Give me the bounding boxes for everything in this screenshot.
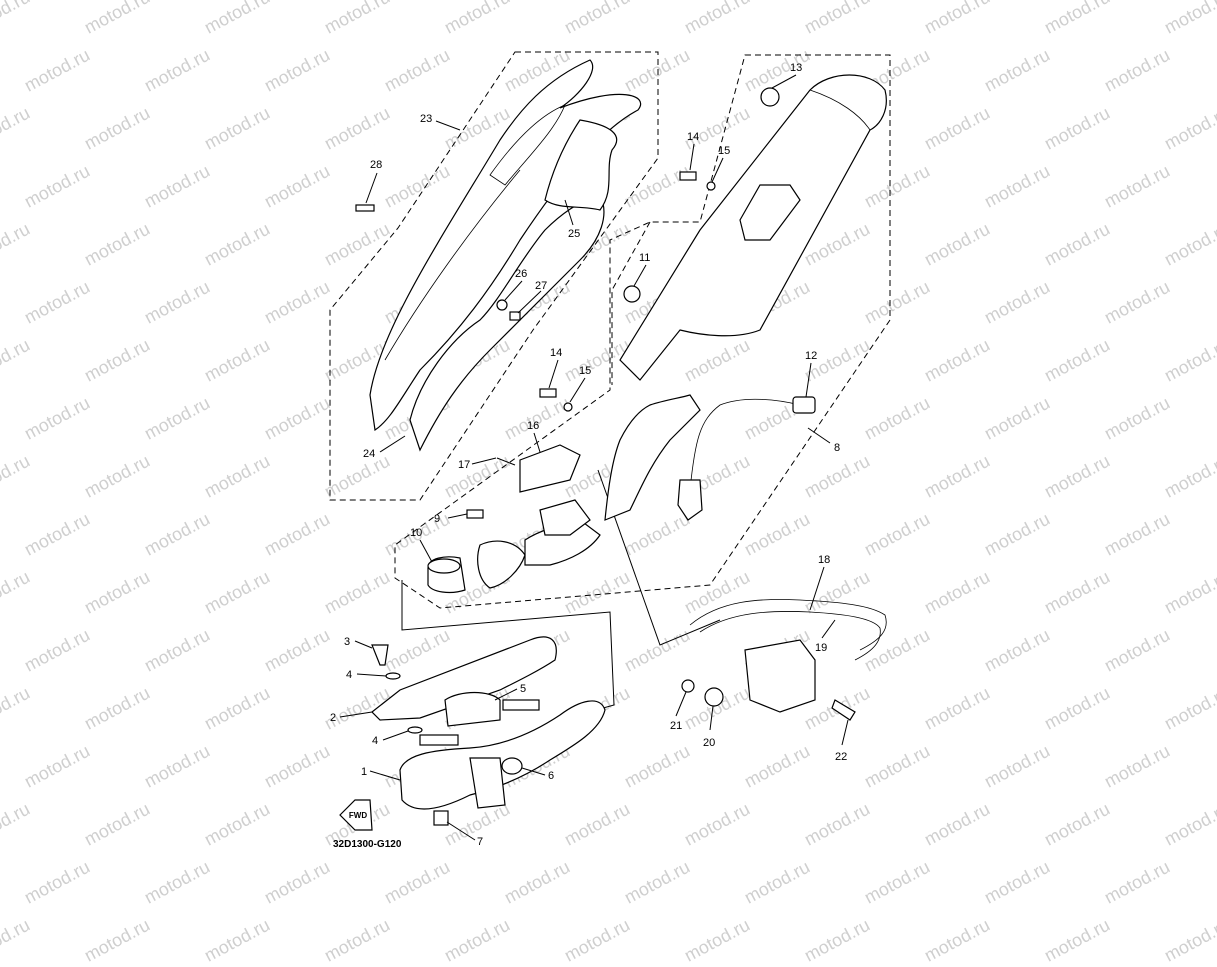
watermark-text: motod.ru xyxy=(440,914,513,966)
group-boundary-muffler xyxy=(394,54,891,609)
callout-28: 28 xyxy=(370,159,382,171)
diagram-code: 32D1300-G120 xyxy=(333,839,402,850)
o2-sensor xyxy=(677,479,703,521)
gasket-6 xyxy=(501,757,523,775)
watermark-text: motod.ru xyxy=(560,914,633,966)
callout-4-upper: 4 xyxy=(346,669,352,681)
clip-5 xyxy=(502,699,540,711)
servo-body xyxy=(744,639,816,713)
bolt-3 xyxy=(371,644,389,666)
muffler-cap-line xyxy=(809,89,871,131)
washer-15-lower xyxy=(563,402,573,412)
callout-13: 13 xyxy=(790,62,802,74)
mid-pipe xyxy=(604,394,701,521)
callout-25: 25 xyxy=(568,228,580,240)
callout-20: 20 xyxy=(703,737,715,749)
callout-22: 22 xyxy=(835,751,847,763)
washer-15-upper xyxy=(706,181,716,191)
callout-11: 11 xyxy=(639,252,650,264)
bracket-5 xyxy=(444,691,501,727)
bracket-16 xyxy=(519,444,581,493)
watermark-text: motod.ru xyxy=(1160,914,1217,966)
callout-23: 23 xyxy=(420,113,432,125)
callout-24: 24 xyxy=(363,448,375,460)
collar-21 xyxy=(681,679,695,693)
callout-labels: 1 2 3 4 4 5 6 7 8 9 10 11 12 13 14 14 15… xyxy=(330,62,847,848)
callout-15-upper: 15 xyxy=(718,145,730,157)
watermark-text: motod.ru xyxy=(320,914,393,966)
clamp-9 xyxy=(477,540,526,589)
watermark-text: motod.ru xyxy=(680,914,753,966)
nut-7 xyxy=(433,810,449,826)
watermark-text: motod.ru xyxy=(200,914,273,966)
callout-2: 2 xyxy=(330,712,336,724)
servo-housing xyxy=(539,499,591,536)
bolt-9 xyxy=(466,509,484,519)
heat-guard-panel-25 xyxy=(544,119,618,211)
callout-3: 3 xyxy=(344,636,350,648)
bolt-14-lower xyxy=(539,388,557,398)
exhaust-diagram-svg: FWD xyxy=(329,51,891,850)
callout-21: 21 xyxy=(670,720,682,732)
callout-9: 9 xyxy=(434,513,440,525)
callout-27: 27 xyxy=(535,280,547,292)
bolt-14-upper xyxy=(679,171,697,181)
sensor-wire xyxy=(689,398,801,491)
frame-cable xyxy=(597,469,721,646)
collar-26 xyxy=(496,299,508,311)
clip-4-lower xyxy=(419,734,459,746)
watermark-text: motod.ru xyxy=(0,914,33,966)
callout-14-upper: 14 xyxy=(687,131,699,143)
group-boundary-heat-guard xyxy=(329,51,659,501)
grommet-11 xyxy=(623,285,641,303)
bolt-22 xyxy=(831,699,856,721)
joint-10-rim xyxy=(427,558,461,574)
grommet-13 xyxy=(760,87,780,107)
callout-14-lower: 14 xyxy=(550,347,562,359)
watermark-text: motod.ru xyxy=(1040,914,1113,966)
leader-lines xyxy=(339,74,849,841)
callout-6: 6 xyxy=(548,770,554,782)
sensor-connector-12 xyxy=(792,396,816,414)
callout-26: 26 xyxy=(515,268,527,280)
bolt-17 xyxy=(496,457,516,466)
flange-1 xyxy=(469,757,506,809)
callout-7: 7 xyxy=(477,836,483,848)
muffler-bracket xyxy=(739,184,801,241)
exhaust-pipe-1 xyxy=(399,700,606,810)
washer-4-lower xyxy=(407,726,423,734)
callout-5: 5 xyxy=(520,683,526,695)
heat-guard-outer xyxy=(369,59,642,432)
fwd-arrow-icon xyxy=(339,799,373,831)
callout-17: 17 xyxy=(458,459,470,471)
fwd-label: FWD xyxy=(349,811,367,820)
callout-4-lower: 4 xyxy=(372,735,378,747)
heat-guard-slot xyxy=(489,104,566,186)
callout-8: 8 xyxy=(834,442,840,454)
washer-4-upper xyxy=(385,672,401,680)
callout-12: 12 xyxy=(805,350,817,362)
grommet-20 xyxy=(704,687,724,707)
cable-18 xyxy=(689,599,887,651)
heat-guard-rib xyxy=(384,169,521,361)
heat-guard-2 xyxy=(371,636,557,721)
callout-19: 19 xyxy=(815,642,827,654)
watermark-text: motod.ru xyxy=(800,914,873,966)
bolt-28 xyxy=(355,204,375,212)
watermark-text: motod.ru xyxy=(80,914,153,966)
callout-10: 10 xyxy=(410,527,422,539)
cable-19 xyxy=(699,610,881,661)
callout-1: 1 xyxy=(361,766,367,778)
callout-16: 16 xyxy=(527,420,539,432)
callout-15-lower: 15 xyxy=(579,365,591,377)
bolt-27 xyxy=(509,311,521,321)
group-boundary-inner xyxy=(611,221,651,385)
watermark-text: motod.ru xyxy=(920,914,993,966)
callout-18: 18 xyxy=(818,554,830,566)
